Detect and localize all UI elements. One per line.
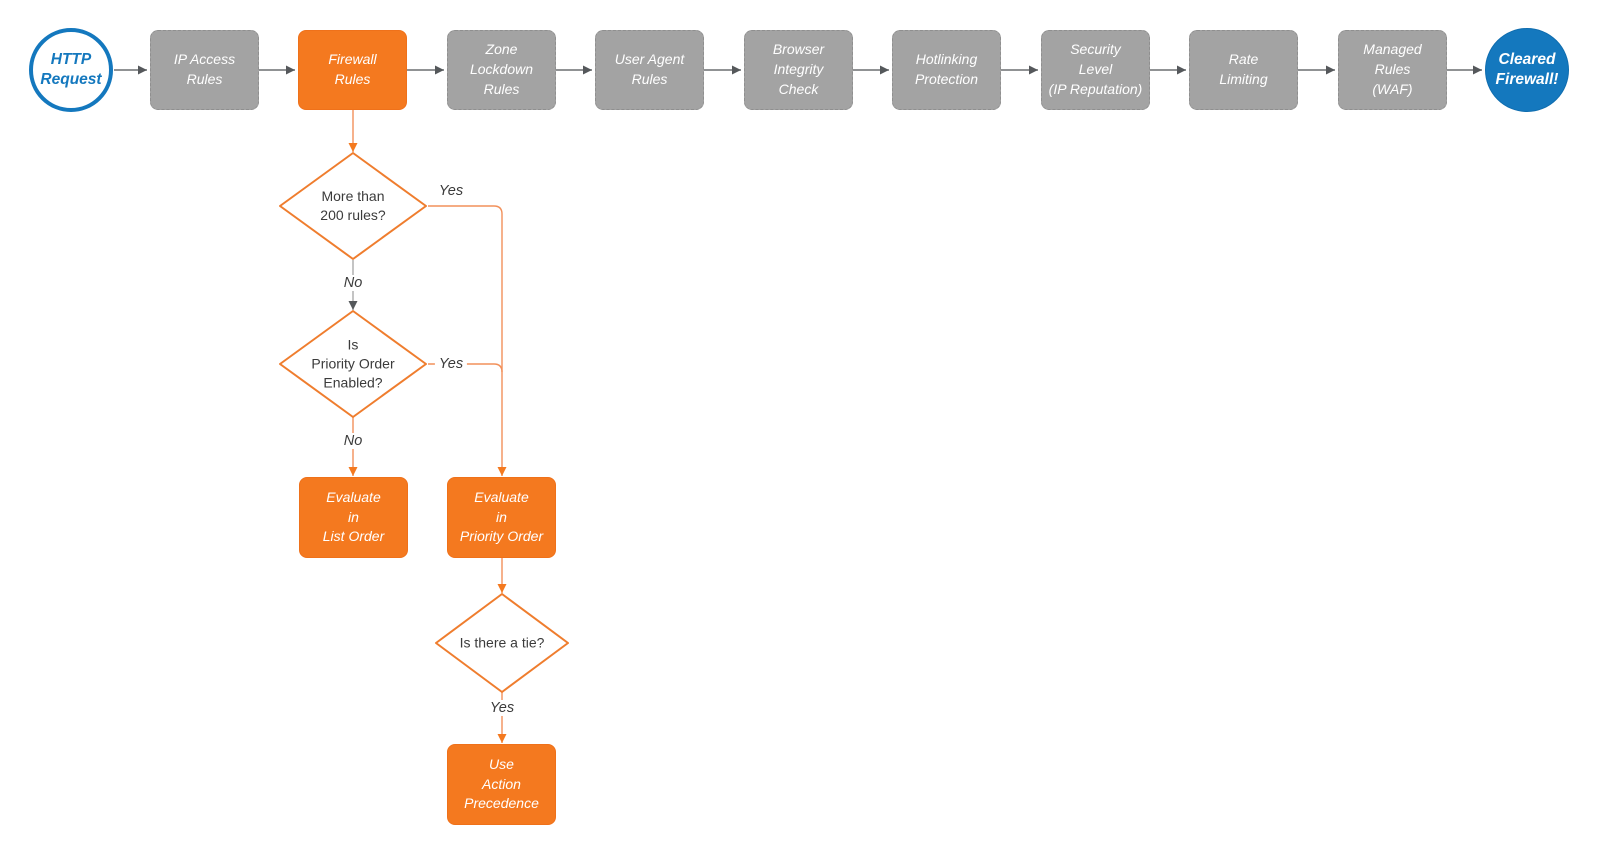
node-evaluate-list-order: Evaluate in List Order xyxy=(299,477,408,558)
edge-label-yes-3: Yes xyxy=(485,700,519,716)
firewall-rules-label: Firewall Rules xyxy=(328,51,377,87)
http-request-label: HTTP Request xyxy=(40,50,102,88)
node-ip-access-rules: IP Access Rules xyxy=(150,30,259,110)
browser-integrity-check-label: Browser Integrity Check xyxy=(772,41,825,97)
connector-decision2-yes-merge xyxy=(428,363,503,373)
ip-access-rules-label: IP Access Rules xyxy=(173,51,236,87)
node-hotlinking-protection: Hotlinking Protection xyxy=(892,30,1001,110)
rate-limiting-label: Rate Limiting xyxy=(1219,51,1268,87)
node-use-action-precedence: Use Action Precedence xyxy=(447,744,556,825)
node-user-agent-rules: User Agent Rules xyxy=(595,30,704,110)
decision-more-than-200-rules-shape xyxy=(279,152,427,260)
edge-label-no-1: No xyxy=(339,275,367,291)
cleared-firewall-label: Cleared Firewall! xyxy=(1495,50,1559,88)
edge-label-no-2: No xyxy=(339,433,367,449)
managed-rules-waf-label: Managed Rules (WAF) xyxy=(1363,41,1422,97)
edge-label-yes-2: Yes xyxy=(434,356,468,372)
zone-lockdown-rules-label: Zone Lockdown Rules xyxy=(469,41,534,97)
node-rate-limiting: Rate Limiting xyxy=(1189,30,1298,110)
decision-priority-order-enabled-label: Is Priority Order Enabled? xyxy=(311,336,395,391)
user-agent-rules-label: User Agent Rules xyxy=(614,51,685,87)
evaluate-list-order-label: Evaluate in List Order xyxy=(322,488,385,545)
node-browser-integrity-check: Browser Integrity Check xyxy=(744,30,853,110)
node-managed-rules-waf: Managed Rules (WAF) xyxy=(1338,30,1447,110)
node-http-request: HTTP Request xyxy=(29,28,113,112)
evaluate-priority-order-label: Evaluate in Priority Order xyxy=(459,488,544,545)
decision-is-there-a-tie-shape xyxy=(435,593,569,693)
hotlinking-protection-label: Hotlinking Protection xyxy=(914,51,979,87)
node-zone-lockdown-rules: Zone Lockdown Rules xyxy=(447,30,556,110)
decision-more-than-200-rules-label: More than 200 rules? xyxy=(320,188,386,223)
decision-priority-order-enabled-shape xyxy=(279,310,427,418)
decision-is-there-a-tie-label: Is there a tie? xyxy=(459,634,545,651)
security-level-label: Security Level (IP Reputation) xyxy=(1048,41,1143,97)
node-firewall-rules: Firewall Rules xyxy=(298,30,407,110)
edge-label-yes-1: Yes xyxy=(434,183,468,199)
node-security-level: Security Level (IP Reputation) xyxy=(1041,30,1150,110)
node-cleared-firewall: Cleared Firewall! xyxy=(1485,28,1569,112)
use-action-precedence-label: Use Action Precedence xyxy=(464,755,539,812)
connector-decision1-yes-to-priority-order xyxy=(428,205,507,476)
node-evaluate-priority-order: Evaluate in Priority Order xyxy=(447,477,556,558)
